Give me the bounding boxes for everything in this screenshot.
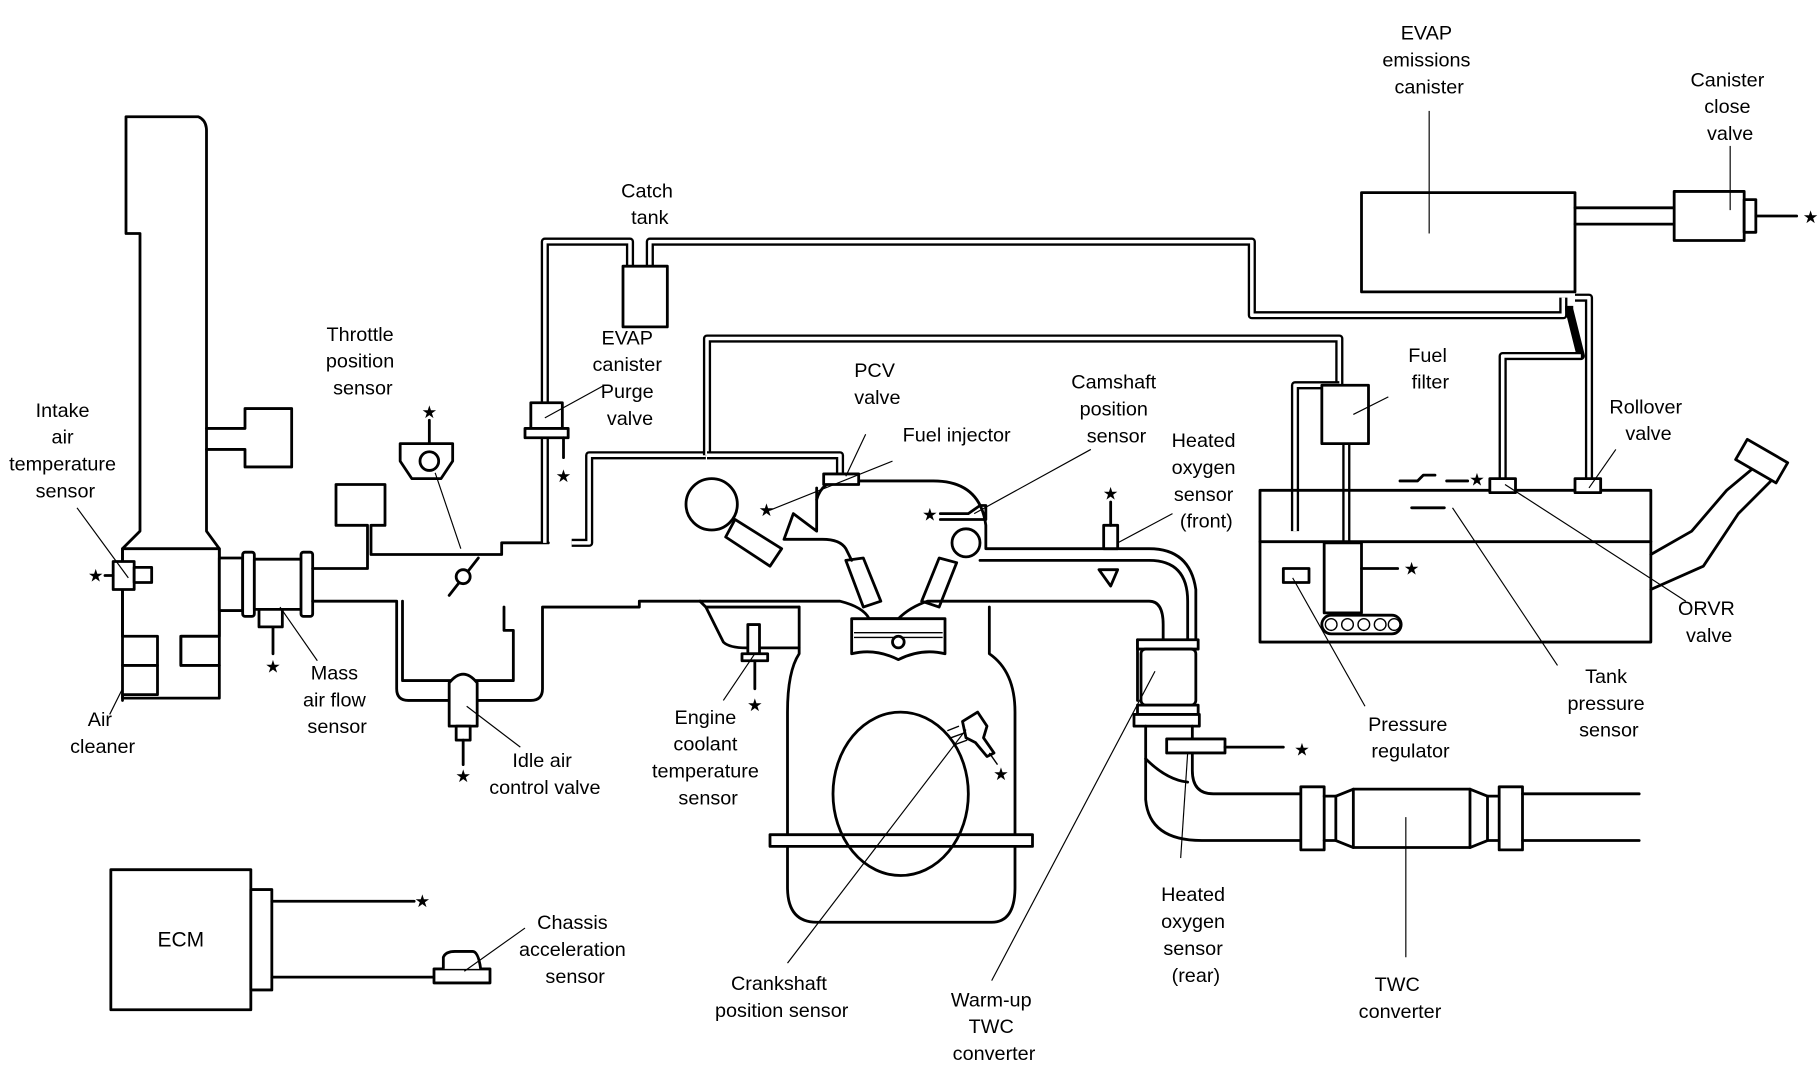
orvr-valve (1488, 477, 1517, 495)
air-cleaner-assembly (121, 115, 294, 702)
connector-star-icon: ★ (747, 696, 763, 716)
label-pressure-regulator: Pressure regulator (1368, 714, 1453, 763)
connector-star-icon: ★ (1404, 559, 1420, 579)
intake-air-temperature-sensor: ★ (88, 560, 154, 591)
label-throttle-position-sensor: Throttle position sensor (326, 324, 400, 400)
ecm-label: ECM (158, 929, 205, 952)
pcv-valve (822, 472, 861, 486)
evap-purge-lines (540, 237, 1568, 547)
connector-star-icon: ★ (1294, 740, 1310, 760)
connector-star-icon: ★ (1803, 208, 1819, 228)
throttle-position-sensor: ★ (398, 403, 455, 481)
evap-canister-purge-valve: ★ (523, 401, 572, 487)
fuel-injector: ★ (684, 477, 784, 568)
label-rollover-valve: Rollover valve (1609, 396, 1687, 445)
label-intake-air-temperature-sensor: Intake air temperature sensor (9, 400, 121, 503)
fuel-filter (1320, 383, 1370, 446)
label-tank-pressure-sensor: Tank pressure sensor (1568, 666, 1651, 742)
label-canister-close-valve: Canister close valve (1690, 69, 1769, 145)
label-fuel-injector: Fuel injector (903, 424, 1011, 446)
connector-star-icon: ★ (1469, 471, 1485, 491)
label-orvr-valve: ORVR valve (1678, 598, 1740, 647)
heated-oxygen-sensor-rear: ★ (1165, 737, 1310, 760)
connector-star-icon: ★ (421, 403, 437, 423)
label-camshaft-position-sensor: Camshaft position sensor (1071, 372, 1161, 448)
idle-air-control-valve: ★ (447, 672, 479, 787)
leader-lines (76, 110, 1731, 981)
label-twc-converter: TWC converter (1359, 974, 1442, 1023)
pressure-regulator (1281, 567, 1311, 584)
label-crankshaft-position-sensor: Crankshaft position sensor (715, 973, 849, 1022)
fuel-tank: ★ ★ (1258, 437, 1790, 644)
connector-star-icon: ★ (88, 566, 104, 586)
connector-star-icon: ★ (993, 765, 1009, 785)
rollover-valve (1573, 477, 1603, 495)
camshaft-position-sensor: ★ (922, 504, 988, 559)
label-mass-air-flow-sensor: Mass air flow sensor (303, 662, 371, 738)
label-air-cleaner: Air cleaner (70, 709, 135, 758)
connector-star-icon: ★ (455, 767, 471, 787)
connector-star-icon: ★ (759, 501, 775, 521)
label-pcv-valve: PCV valve (854, 360, 900, 409)
labels: Intake air temperature sensor Air cleane… (9, 23, 1769, 1065)
engine-coolant-temperature-sensor: ★ (740, 623, 770, 716)
catch-tank (621, 264, 669, 329)
connector-star-icon: ★ (1103, 485, 1119, 505)
intake-duct (311, 483, 702, 702)
label-heated-oxygen-sensor-rear: Heated oxygen sensor (rear) (1161, 884, 1230, 987)
engine-block (698, 479, 1198, 924)
label-heated-oxygen-sensor-front: Heated oxygen sensor (front) (1172, 430, 1241, 533)
canister-close-valve: ★ (1573, 190, 1819, 242)
connector-star-icon: ★ (265, 657, 281, 677)
label-idle-air-control-valve: Idle air control valve (489, 750, 600, 799)
label-engine-coolant-temperature-sensor: Engine coolant temperature sensor (652, 707, 764, 810)
label-chassis-acceleration-sensor: Chassis acceleration sensor (519, 912, 631, 988)
label-fuel-filter: Fuel filter (1408, 345, 1452, 394)
connector-star-icon: ★ (414, 892, 430, 912)
evap-emissions-canister (1360, 191, 1577, 294)
exhaust-system (978, 558, 1641, 852)
crankshaft-position-sensor: ★ (947, 710, 1009, 785)
connector-star-icon: ★ (922, 506, 938, 526)
heated-oxygen-sensor-front: ★ (1097, 485, 1120, 588)
label-evap-emissions-canister: EVAP emissions canister (1382, 23, 1476, 99)
mass-air-flow-sensor: ★ (217, 550, 315, 677)
label-evap-canister-purge-valve: EVAP canister Purge valve (593, 327, 668, 430)
connector-star-icon: ★ (556, 467, 572, 487)
ecm: ★ ECM (109, 868, 436, 1012)
label-catch-tank: Catch tank (621, 180, 678, 229)
label-warm-up-twc-converter: Warm-up TWC converter (951, 989, 1037, 1065)
chassis-acceleration-sensor (432, 950, 492, 985)
pcv-lines (702, 334, 1344, 476)
